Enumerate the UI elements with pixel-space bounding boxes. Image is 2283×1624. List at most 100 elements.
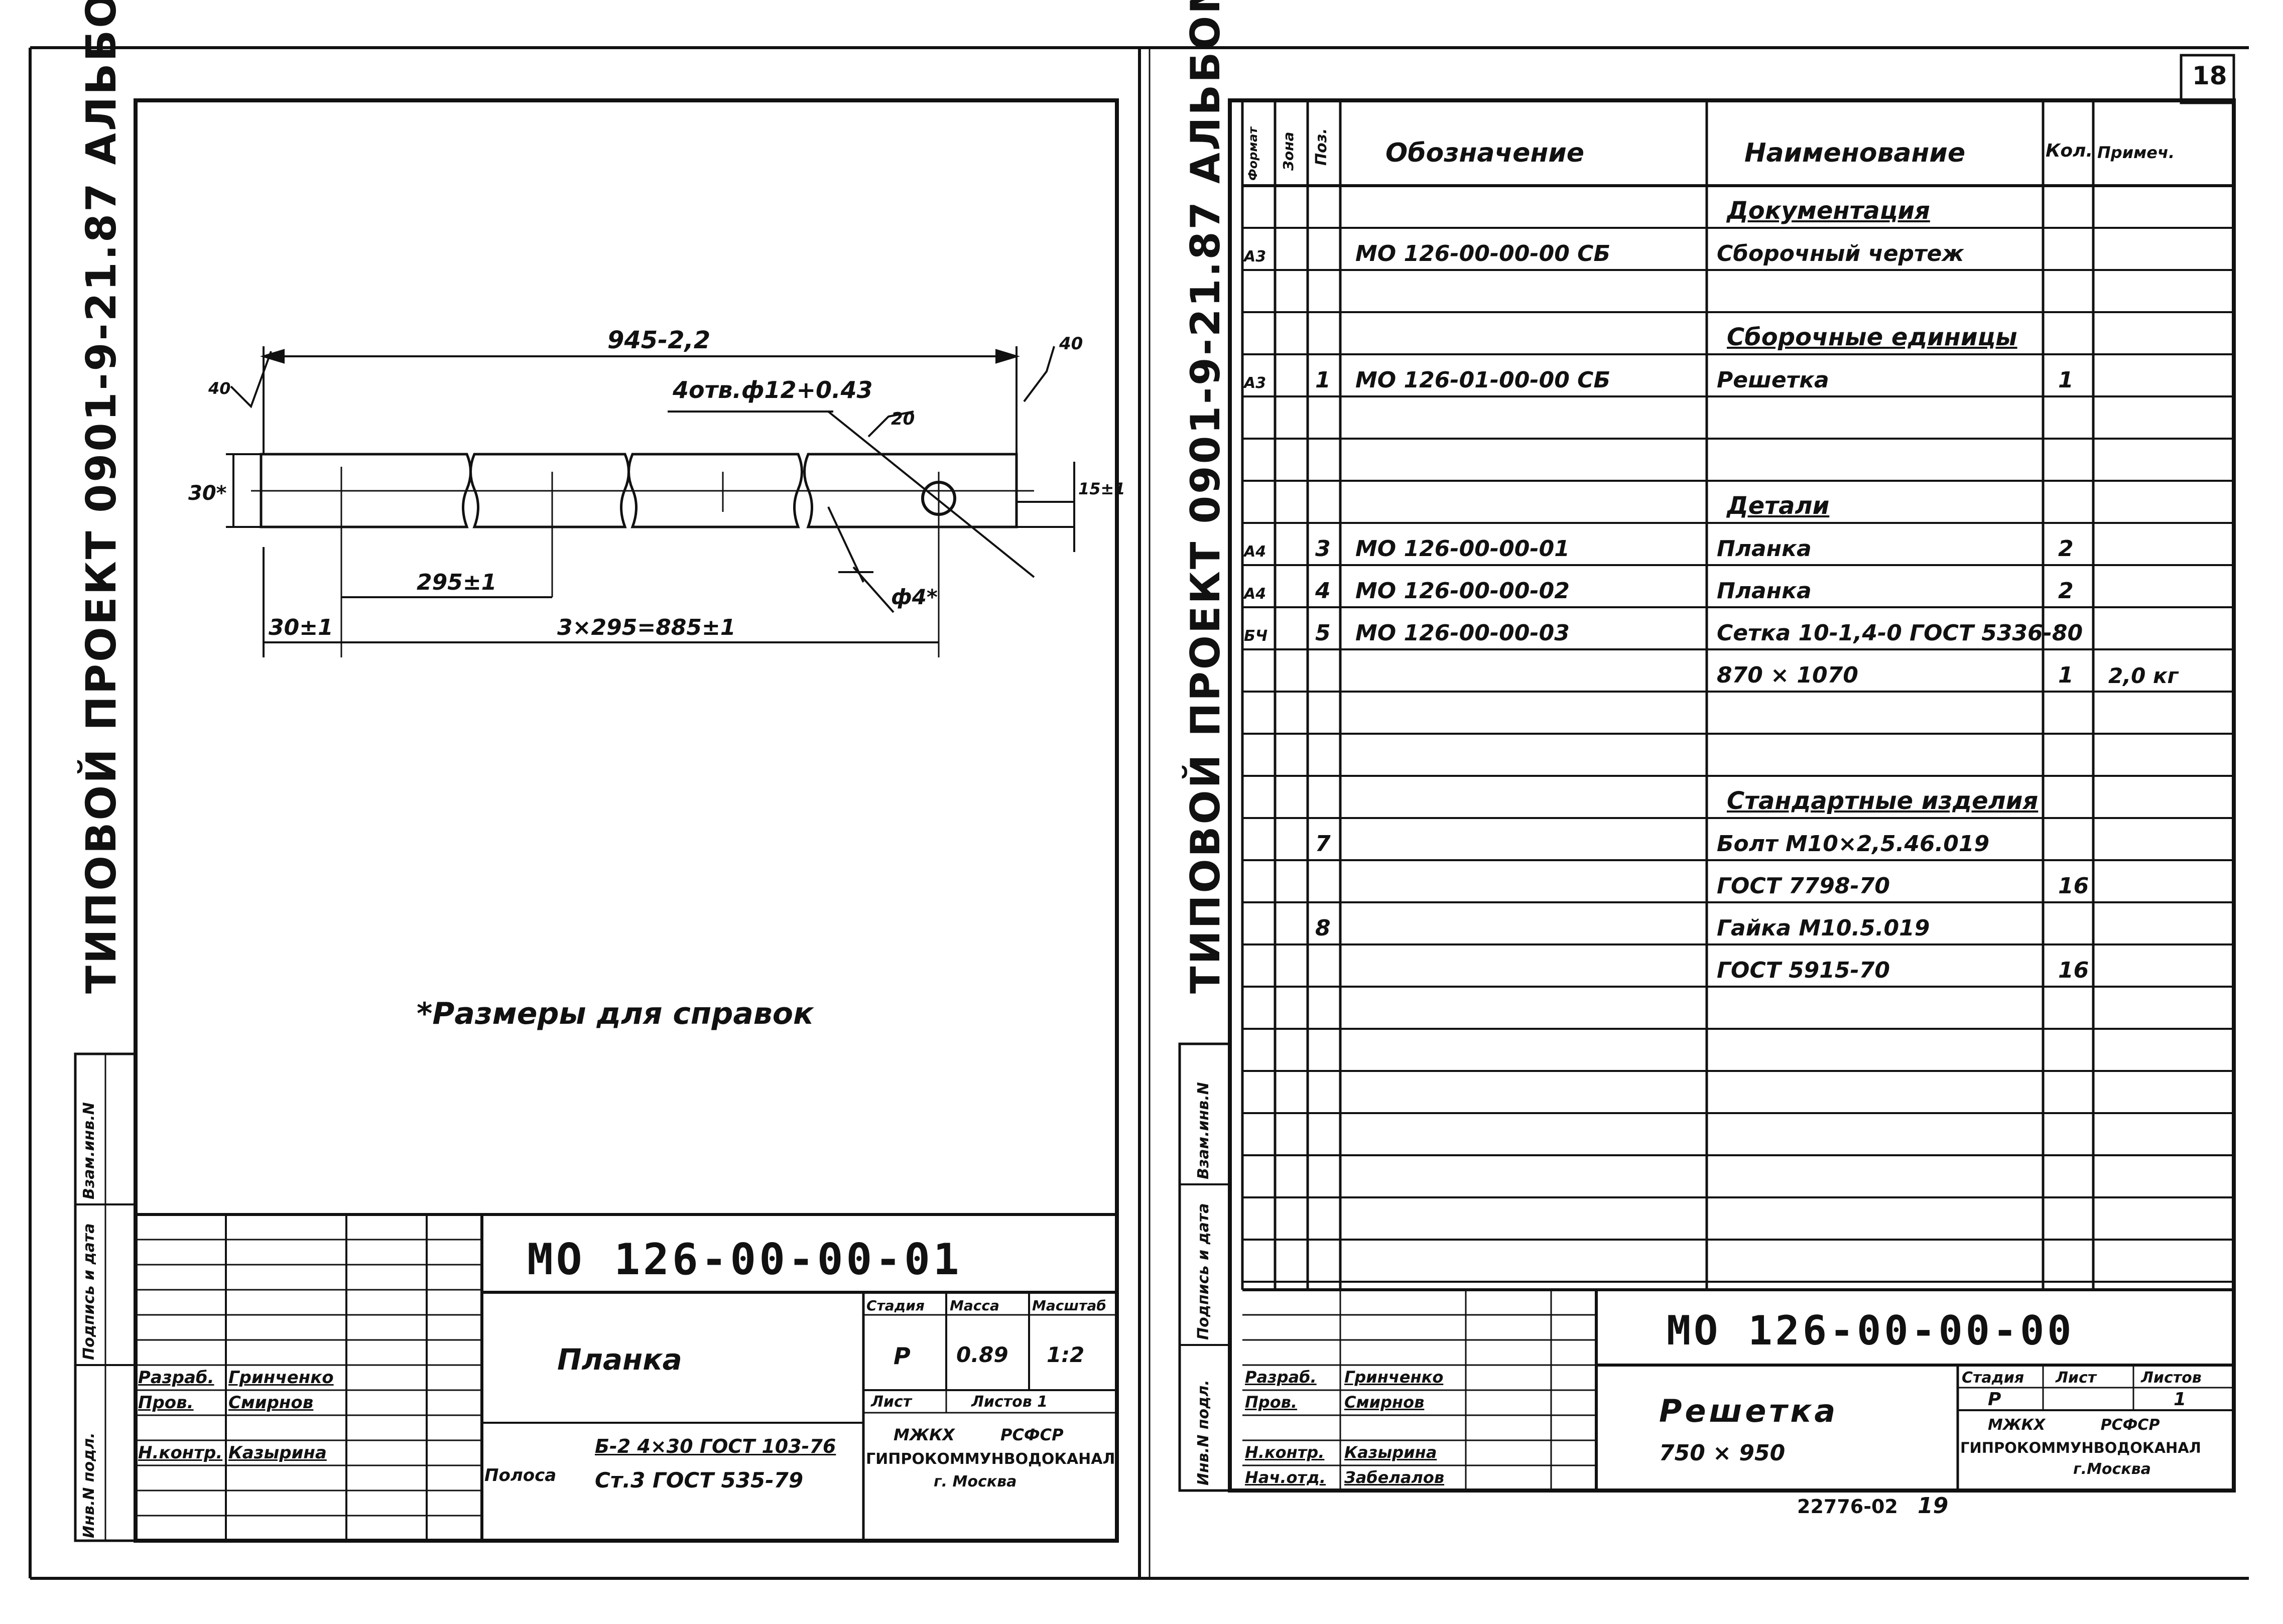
dim-pitch: 295±1: [417, 570, 497, 595]
spec-qty: 1: [2058, 367, 2074, 393]
left-sheet-label: Лист: [871, 1393, 912, 1411]
spec-designation: МО 126-00-00-03: [1355, 620, 1570, 646]
spec-format: А4: [1244, 585, 1266, 603]
signature-name: Смирнов: [1344, 1393, 1425, 1412]
spec-qty: 16: [2058, 958, 2089, 983]
spec-row: Стандартные изделия: [0, 776, 2283, 818]
spec-position: 1: [1315, 367, 1331, 393]
left-stage: Р: [894, 1342, 911, 1370]
spec-name: Стандартные изделия: [1727, 787, 2039, 815]
header-format: Формат: [1246, 126, 1260, 181]
right-org-2: ГИПРОКОММУНВОДОКАНАЛ: [1960, 1439, 2201, 1456]
spec-format: БЧ: [1244, 627, 1268, 645]
spec-qty: 2: [2058, 578, 2074, 604]
left-org-3: г. Москва: [934, 1473, 1017, 1491]
right-sheet-header: Лист: [2056, 1369, 2097, 1387]
spec-name: Планка: [1717, 578, 1812, 604]
left-material-label: Полоса: [484, 1465, 557, 1485]
left-material-1: Б-2 4×30 ГОСТ 103-76: [595, 1435, 836, 1457]
dim-edge: 15±1: [1078, 479, 1125, 498]
header-note: Примеч.: [2097, 143, 2175, 162]
dim-overall: 945-2,2: [607, 326, 711, 354]
spec-designation: МО 126-00-00-00 СБ: [1355, 241, 1610, 266]
spec-row: А3 МО 126-00-00-00 СБ Сборочный чертеж: [0, 228, 2283, 270]
spec-name: Сборочный чертеж: [1717, 241, 1964, 266]
spec-name: Гайка М10.5.019: [1717, 915, 1930, 941]
signature-name: Казырина: [1344, 1443, 1437, 1462]
right-org-1: МЖКХ РСФСР: [1988, 1416, 2160, 1434]
spec-position: 8: [1315, 915, 1331, 941]
signature-role: Н.контр.: [138, 1443, 223, 1463]
spec-designation: МО 126-00-00-01: [1355, 536, 1570, 562]
signature-name: Гринченко: [1344, 1368, 1444, 1387]
left-part-name: Планка: [557, 1342, 682, 1377]
left-scale-header: Масштаб: [1032, 1297, 1106, 1314]
right-stage: Р: [1988, 1389, 2001, 1410]
spec-row: [0, 439, 2283, 481]
footer-page: 19: [1918, 1493, 1949, 1519]
header-name: Наименование: [1744, 138, 1966, 168]
spec-designation: МО 126-00-00-02: [1355, 578, 1570, 604]
signature-name: Забелалов: [1344, 1468, 1445, 1487]
spec-qty: 1: [2058, 662, 2074, 688]
spec-row: ГОСТ 5915-70 16: [0, 944, 2283, 987]
header-qty: Кол.: [2046, 141, 2093, 161]
roughness-left: 40: [208, 379, 231, 398]
spec-position: 3: [1315, 536, 1331, 562]
spec-row: 8 Гайка М10.5.019: [0, 902, 2283, 944]
spec-name: ГОСТ 7798-70: [1717, 873, 1890, 899]
spec-row: [0, 270, 2283, 312]
dim-hole: 4отв.ф12+0.43: [673, 376, 873, 403]
dim-height: 30*: [188, 482, 227, 505]
spec-position: 5: [1315, 620, 1331, 646]
page-number: 18: [2192, 61, 2227, 90]
spec-row: Сборочные единицы: [0, 312, 2283, 354]
spec-name: ГОСТ 5915-70: [1717, 958, 1890, 983]
left-mass-header: Масса: [950, 1297, 999, 1314]
left-sheets-label: Листов 1: [971, 1393, 1048, 1411]
spec-format: А3: [1244, 248, 1266, 265]
spec-row-lines: [1242, 227, 2234, 1283]
spec-format: А3: [1244, 374, 1266, 392]
dim-thickness: ф4*: [891, 585, 938, 609]
spec-name: 870 × 1070: [1717, 662, 1858, 688]
spec-row: [0, 734, 2283, 776]
roughness-right: 40: [1059, 334, 1083, 354]
signature-role: Пров.: [1245, 1393, 1298, 1412]
signature-name: Смирнов: [228, 1393, 314, 1413]
reference-note: *Размеры для справок: [417, 996, 814, 1031]
left-org-2: ГИПРОКОММУНВОДОКАНАЛ: [866, 1450, 1115, 1468]
header-zone: Зона: [1280, 131, 1297, 171]
spec-row: 870 × 1070 1 2,0 кг: [0, 649, 2283, 692]
left-side-replace: Взам.инв.N: [80, 1102, 98, 1199]
spec-name: Документация: [1727, 197, 1930, 225]
right-org-3: г.Москва: [2073, 1460, 2151, 1478]
left-material-2: Ст.3 ГОСТ 535-79: [595, 1468, 804, 1493]
signature-name: Гринченко: [228, 1368, 334, 1388]
spec-row: Детали: [0, 481, 2283, 523]
spec-name: Детали: [1727, 492, 1830, 520]
right-side-sign: Подпись и дата: [1195, 1203, 1212, 1340]
left-doc-code: МО 126-00-00-01: [527, 1235, 962, 1285]
spec-note: 2,0 кг: [2108, 663, 2179, 688]
left-org-1: МЖКХ РСФСР: [894, 1425, 1064, 1444]
right-stage-header: Стадия: [1962, 1369, 2024, 1387]
spec-row: Документация: [0, 186, 2283, 228]
right-sheets-header: Листов: [2141, 1369, 2202, 1387]
spec-row: ГОСТ 7798-70 16: [0, 860, 2283, 902]
signature-role: Нач.отд.: [1245, 1468, 1326, 1487]
right-doc-code: МО 126-00-00-00: [1667, 1307, 2075, 1354]
right-sheets: 1: [2174, 1389, 2187, 1410]
roughness-hole: 20: [891, 409, 915, 429]
signature-role: Разраб.: [1245, 1368, 1317, 1387]
spec-qty: 16: [2058, 873, 2089, 899]
spec-row: [0, 692, 2283, 734]
spec-row: [0, 396, 2283, 439]
left-stage-header: Стадия: [866, 1297, 925, 1314]
